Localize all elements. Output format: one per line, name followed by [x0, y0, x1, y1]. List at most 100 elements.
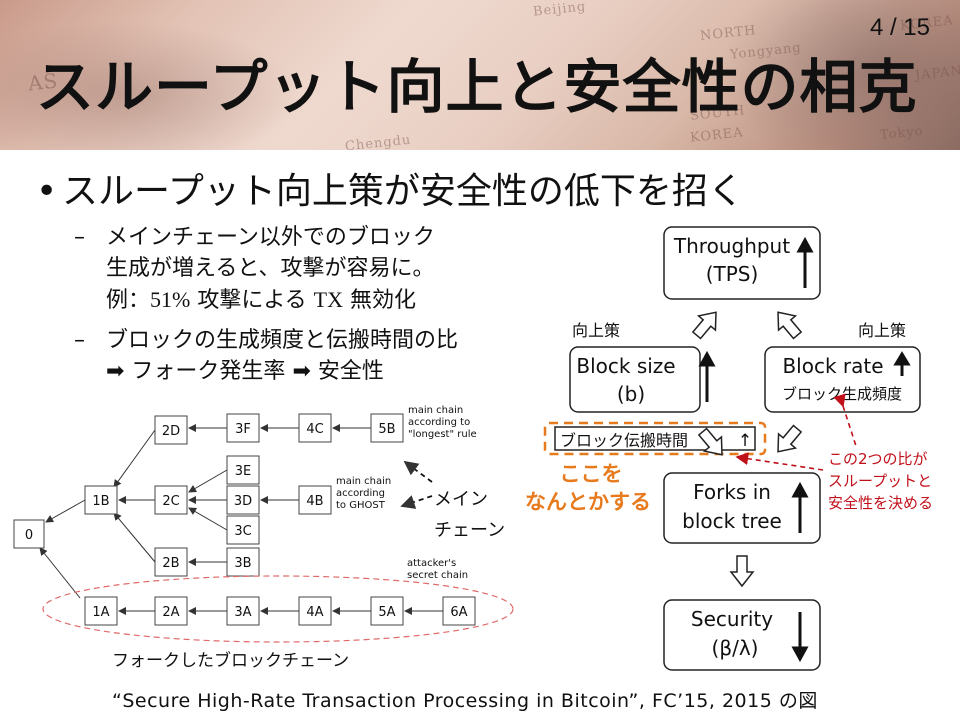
- block-tree-figure: 0 1B 2D 3F 4C 5B 2C 3E 3D 4B 3C 2B 3B: [13, 405, 514, 671]
- tree-edge: [113, 429, 156, 488]
- tree-node: [442, 596, 476, 626]
- tree-node-label: 3E: [235, 464, 252, 479]
- tx-label: TX: [313, 287, 343, 312]
- tree-node: [298, 485, 332, 515]
- tree-node-label: 6A: [450, 605, 467, 620]
- forks-box: [663, 472, 821, 544]
- fork-rate-text: フォーク発生率: [124, 359, 293, 384]
- tree-node: [298, 413, 332, 443]
- tree-node-label: 3D: [234, 494, 252, 509]
- ratio-note: この2つの比が: [828, 450, 928, 468]
- example-mid: 攻撃による: [190, 288, 314, 313]
- block-size-label: Block size: [576, 354, 675, 378]
- tree-node: [13, 519, 45, 549]
- tree-node-label: 3F: [235, 422, 251, 437]
- slide-title: スループット向上と安全性の相克: [36, 53, 918, 121]
- attacker-chain-label: secret chain: [407, 570, 468, 581]
- hollow-arrow-icon: [777, 311, 803, 340]
- bullet-dot-icon: •: [36, 171, 58, 212]
- sub-bullet-1-line3: 例：51% 攻撃による TX 無効化: [106, 284, 435, 316]
- tree-edge: [39, 547, 81, 599]
- ghost-rule-label: according: [336, 488, 385, 499]
- percent-value: 51%: [150, 287, 191, 312]
- tree-node-label: 5A: [378, 605, 395, 620]
- security-label: (β/λ): [712, 636, 759, 660]
- throughput-box: [663, 226, 821, 300]
- security-label: Security: [691, 607, 773, 631]
- tree-edge: [45, 499, 86, 523]
- tree-node: [226, 455, 260, 485]
- tree-node: [370, 596, 404, 626]
- sub-bullet-2-line1: ブロックの生成頻度と伝搬時間の比: [106, 328, 459, 353]
- example-suffix: 無効化: [343, 288, 416, 313]
- sub-bullet-1-line1: メインチェーン以外でのブロック: [106, 225, 435, 250]
- tree-node-label: 2D: [162, 424, 180, 439]
- banner-shade-right: [720, 0, 960, 150]
- forks-label: block tree: [682, 509, 782, 533]
- main-chain-pointer-arrow: [403, 460, 433, 483]
- ratio-note: スループットと: [828, 472, 932, 490]
- attacker-chain-ellipse: [42, 575, 514, 643]
- tree-node-label: 3A: [234, 605, 251, 620]
- tree-node: [84, 596, 118, 626]
- propagation-up-arrow-icon: ↑: [738, 431, 752, 451]
- tree-node-label: 1A: [92, 605, 109, 620]
- throughput-security-flow: Throughput (TPS) Block size (b) Block ra…: [525, 226, 933, 671]
- tree-node-label: 3C: [234, 524, 251, 539]
- right-arrow-icon: ➡: [106, 359, 125, 384]
- sub-bullet-2: – ブロックの生成頻度と伝搬時間の比 ➡ フォーク発生率 ➡ 安全性: [74, 325, 459, 387]
- sub-bullet-2-line2: ➡ フォーク発生率 ➡ 安全性: [106, 356, 458, 387]
- page-number: 4 / 15: [869, 14, 930, 41]
- tree-node-label: 2C: [162, 494, 179, 509]
- block-rate-label: Block rate: [782, 354, 883, 378]
- security-text: 安全性: [310, 359, 384, 384]
- attacker-chain-label: attacker's: [407, 558, 456, 569]
- tree-edge: [188, 469, 228, 493]
- tree-edge: [113, 512, 156, 563]
- tree-node-label: 4C: [306, 422, 323, 437]
- tree-node-label: 0: [25, 528, 33, 543]
- ratio-note: 安全性を決める: [828, 494, 933, 512]
- longest-rule-label: main chain: [408, 405, 463, 416]
- tree-edge: [188, 507, 228, 531]
- citation: “Secure High-Rate Transaction Processing…: [112, 690, 818, 712]
- main-bullet: •スループット向上策が安全性の低下を招く: [36, 162, 744, 214]
- tree-node: [226, 485, 260, 515]
- tree-node: [154, 485, 188, 515]
- fork-caption: フォークしたブロックチェーン: [112, 650, 349, 671]
- longest-rule-label: "longest" rule: [408, 429, 477, 440]
- longest-rule-label: according to: [408, 417, 470, 428]
- block-rate-sublabel: ブロック生成頻度: [782, 385, 902, 403]
- block-rate-box: [764, 346, 921, 413]
- ghost-rule-label: main chain: [336, 476, 391, 487]
- block-size-up-arrow-head-icon: [698, 350, 716, 367]
- sub-bullet-1: – メインチェーン以外でのブロック 生成が増えると、攻撃が容易に。 例：51% …: [74, 222, 435, 316]
- ratio-pointer-arrow: [735, 452, 824, 471]
- example-prefix: 例：: [106, 288, 151, 313]
- tree-node-label: 2B: [162, 556, 179, 571]
- highlight-note: なんとかする: [525, 490, 651, 514]
- propagation-highlight: [543, 421, 767, 456]
- throughput-up-arrow-head-icon: [796, 236, 814, 253]
- tree-node: [298, 596, 332, 626]
- throughput-label: Throughput: [673, 234, 790, 258]
- main-chain-note: チェーン: [434, 520, 505, 541]
- block-size-box: [569, 346, 701, 413]
- hollow-arrow-icon: [729, 555, 755, 588]
- improve-label-right: 向上策: [858, 321, 906, 340]
- tree-node: [154, 415, 188, 445]
- hollow-arrow-icon: [691, 311, 717, 340]
- main-chain-note: メイン: [434, 489, 488, 510]
- tree-node: [84, 485, 118, 515]
- forks-up-arrow-head-icon: [791, 481, 809, 498]
- tree-node: [370, 413, 404, 443]
- ghost-rule-label: to GHOST: [336, 500, 386, 511]
- tree-node-label: 4A: [306, 605, 323, 620]
- block-size-label: (b): [617, 382, 645, 406]
- tree-node-label: 5B: [378, 422, 395, 437]
- title-banner: Beijing NORTH KOREA SOUTH KOREA Chengdu …: [0, 0, 960, 150]
- ratio-pointer-arrow: [833, 393, 857, 447]
- security-box: [663, 599, 821, 671]
- banner-shade-left: [0, 20, 300, 150]
